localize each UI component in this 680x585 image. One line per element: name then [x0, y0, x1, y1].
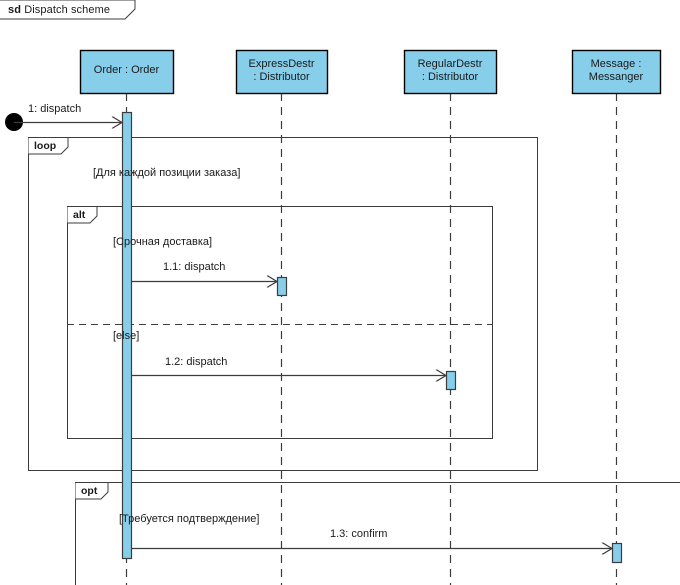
fragment-operator-alt: alt [73, 209, 86, 221]
lifeline-label-line: Order : Order [93, 64, 160, 76]
message-label-msg-1-1: 1.1: dispatch [163, 261, 226, 273]
lifeline-label-line: RegularDestr [417, 58, 483, 70]
fragment-alt-guard-0: [else] [113, 330, 140, 342]
lifeline-label-line: Messanger [588, 71, 644, 83]
fragment-guard-loop: [Для каждой позиции заказа] [93, 167, 241, 179]
fragment-box-opt [75, 482, 680, 585]
lifeline-label-line: : Distributor [253, 71, 310, 83]
lifeline-label-messenger: Message :Messanger [572, 58, 660, 84]
lifeline-label-line: ExpressDestr [248, 58, 315, 70]
lifeline-label-line: : Distributor [421, 71, 479, 83]
frame-kind-label: sd [8, 4, 22, 16]
frame-title-label: Dispatch scheme [24, 4, 111, 16]
lifeline-header-express[interactable] [235, 49, 329, 95]
fragment-operator-loop: loop [34, 140, 57, 152]
fragment-tab-opt [75, 482, 109, 500]
lifeline-label-line: Message : [590, 58, 642, 70]
fragment-tab-alt [67, 206, 98, 224]
activation-bar-regular-act[interactable] [445, 370, 457, 391]
lifeline-header-order[interactable] [79, 49, 175, 95]
fragment-tab-loop [28, 137, 69, 155]
lifeline-header-regular[interactable] [403, 49, 498, 95]
activation-bar-order-main[interactable] [121, 111, 133, 560]
fragment-box-alt [67, 206, 493, 439]
found-message-label: 1: dispatch [28, 103, 82, 115]
activation-bar-messenger-act[interactable] [611, 542, 623, 564]
lifeline-label-regular: RegularDestr: Distributor [404, 58, 496, 84]
fragment-operator-opt: opt [81, 485, 98, 497]
fragment-box-loop [28, 137, 538, 471]
activation-bar-express-act[interactable] [276, 276, 288, 297]
message-label-msg-1-3: 1.3: confirm [330, 528, 388, 540]
fragment-guard-alt: [Срочная доставка] [113, 236, 213, 248]
message-label-msg-1-2: 1.2: dispatch [165, 356, 228, 368]
lifeline-header-messenger[interactable] [571, 49, 662, 95]
diagram-frame-label: sd Dispatch scheme [8, 5, 110, 16]
lifeline-label-express: ExpressDestr: Distributor [236, 58, 327, 84]
lifeline-label-order: Order : Order [80, 64, 173, 77]
fragment-guard-opt: [Требуется подтверждение] [119, 513, 260, 525]
diagram-frame-tab [0, 0, 136, 20]
